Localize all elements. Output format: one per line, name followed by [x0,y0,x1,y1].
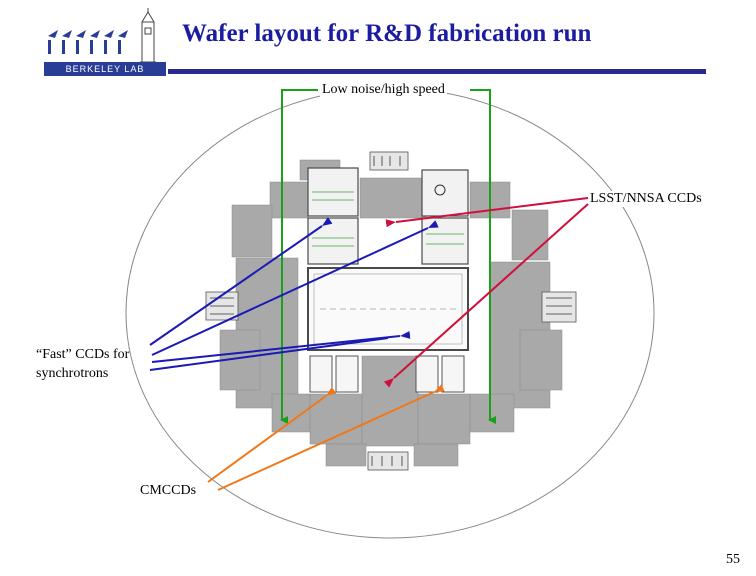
orange-arrow-right [217,384,445,491]
label-fast-ccds-line1: “Fast” CCDs for [36,347,130,362]
test-structure-bottom [367,451,409,471]
blue-arrow-1 [149,217,333,346]
chip-top-center [359,177,427,219]
green-arrow-left [280,89,318,424]
fast-ccd-mid-left [307,217,359,265]
orange-arrow-left [207,386,337,483]
cmccd-right [415,355,439,393]
slide-title: Wafer layout for R&D fabrication run [182,20,592,47]
cmccd-left [309,355,333,393]
chip-bottom-lower-left [325,443,367,467]
label-lsst-nnsa-ccds: LSST/NNSA CCDs [590,191,702,207]
test-structure-top [369,151,409,171]
red-arrow-lower [383,203,589,388]
chip-bottom-lower-right [413,443,459,467]
blue-arrow-4 [149,337,389,371]
title-underline [168,69,706,74]
chip-bottom-center [361,355,419,447]
red-arrow-upper [385,197,589,228]
fast-ccd-marker [434,184,446,196]
chip-bottom-right-1 [417,393,471,445]
label-low-noise-high-speed: Low noise/high speed [320,82,447,98]
page-number: 55 [726,552,740,567]
label-fast-ccds-line2: synchrotrons [36,366,109,381]
test-structure-right [541,291,577,323]
green-arrows [280,89,496,424]
berkeley-lab-wordmark: BERKELEY LAB [44,62,166,76]
cmccd-center-right [441,355,465,393]
fast-ccd-top-right [421,169,469,217]
blue-arrow-3 [151,330,411,363]
orange-arrows [207,384,445,491]
chip-right-edge-block [519,329,563,391]
cmccd-devices [309,355,465,393]
chip-top-left [269,181,309,219]
chip-bottom-right-2 [469,393,515,433]
blue-arrow-2 [151,220,439,356]
cmccd-center-left [335,355,359,393]
chip-blocks [219,159,563,467]
fast-ccd-mid-right [421,217,469,265]
label-fast-ccds: “Fast” CCDs for synchrotrons [36,345,129,383]
green-arrow-right [470,89,496,424]
blue-arrows [149,217,439,371]
red-arrows [383,197,589,388]
label-cmccds: CMCCDs [140,483,197,498]
chip-mid-left-outer [231,204,273,258]
chip-mid-right-outer [511,209,549,261]
